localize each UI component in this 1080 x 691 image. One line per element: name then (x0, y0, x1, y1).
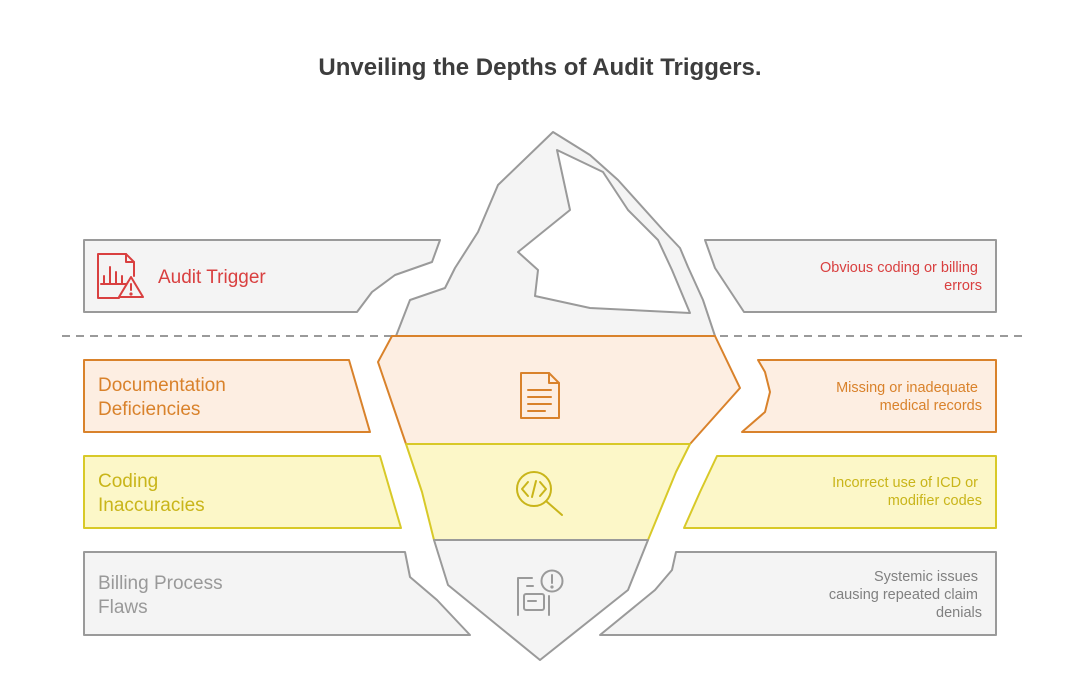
description-billing-process-flaws: Systemic issues causing repeated claim d… (829, 569, 982, 621)
label-line: Inaccuracies (98, 495, 205, 516)
right-panel-billing (599, 551, 997, 636)
label-billing-process-flaws: Billing Process Flaws (98, 573, 228, 618)
document-lines-icon (520, 372, 560, 419)
label-documentation-deficiencies: Documentation Deficiencies (98, 375, 231, 420)
description-line: denials (936, 605, 982, 621)
description-line: Missing or inadequate (836, 380, 978, 396)
layer-documentation-deficiencies: Documentation Deficiencies Missing or in… (83, 359, 997, 433)
right-panel-audit-trigger (704, 239, 997, 313)
layer-audit-trigger: Audit Trigger Obvious coding or billing … (83, 239, 997, 313)
left-panel-audit-trigger (83, 239, 441, 313)
left-panel-coding (83, 455, 402, 529)
document-chart-warning-icon (97, 253, 144, 299)
label-line: Coding (98, 471, 158, 492)
description-line: medical records (880, 398, 982, 414)
right-panel-documentation (741, 359, 997, 433)
left-panel-documentation (83, 359, 371, 433)
iceberg-layer-billing (433, 539, 649, 661)
description-audit-trigger: Obvious coding or billing errors (820, 260, 982, 294)
iceberg-layer-coding (405, 443, 691, 541)
page-title: Unveiling the Depths of Audit Triggers. (318, 54, 761, 81)
layer-coding-inaccuracies: Coding Inaccuracies Incorrect use of ICD… (83, 455, 997, 529)
layer-billing-process-flaws: Billing Process Flaws Systemic issues ca… (83, 551, 997, 636)
description-line: Incorrect use of ICD or (832, 475, 978, 491)
description-line: errors (944, 278, 982, 294)
label-line: Billing Process (98, 573, 223, 594)
label-line: Flaws (98, 597, 148, 618)
label-line: Deficiencies (98, 399, 200, 420)
description-line: modifier codes (888, 493, 982, 509)
code-search-icon (516, 471, 563, 516)
right-panel-coding (683, 455, 997, 529)
label-audit-trigger: Audit Trigger (158, 267, 266, 288)
billing-alert-icon (517, 569, 564, 616)
description-line: Systemic issues (874, 569, 978, 585)
left-panel-billing (83, 551, 471, 636)
label-coding-inaccuracies: Coding Inaccuracies (98, 471, 205, 516)
description-line: Obvious coding or billing (820, 260, 978, 276)
iceberg-tip (395, 131, 716, 337)
label-line: Documentation (98, 375, 226, 396)
description-line: causing repeated claim (829, 587, 978, 603)
description-coding-inaccuracies: Incorrect use of ICD or modifier codes (832, 475, 982, 509)
label-line: Audit Trigger (158, 267, 266, 288)
description-documentation-deficiencies: Missing or inadequate medical records (836, 380, 982, 414)
